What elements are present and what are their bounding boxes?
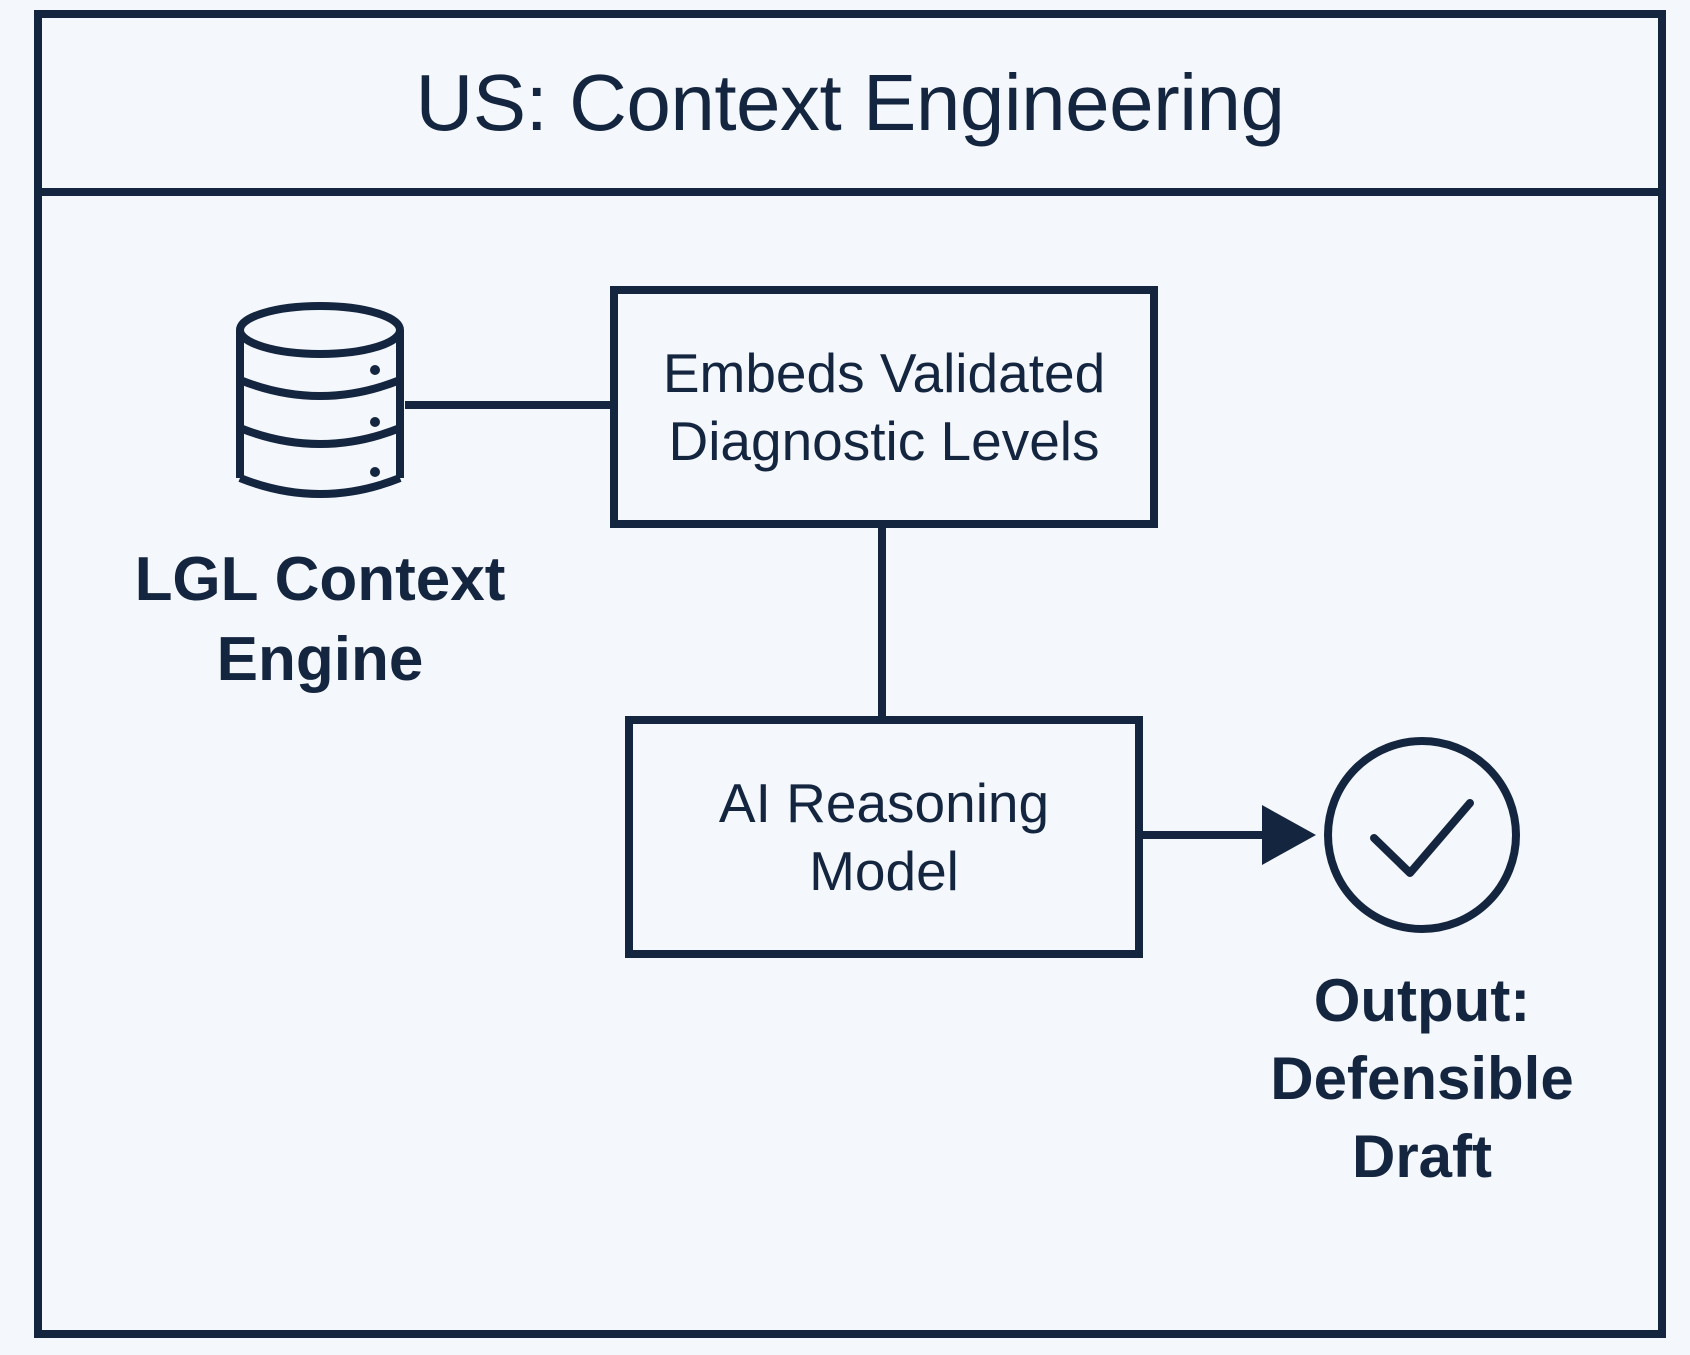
arrowhead	[1262, 805, 1316, 865]
diagram-title: US: Context Engineering	[415, 58, 1285, 147]
context-engine-label-line: Engine	[216, 625, 424, 694]
reasoning-box-line: AI Reasoning	[718, 772, 1050, 834]
diagram-frame: US: Context Engineering	[34, 10, 1666, 1338]
output-label-line: Defensible	[1270, 1045, 1574, 1112]
title-bar: US: Context Engineering	[42, 18, 1658, 196]
reasoning-box-line: Model	[809, 840, 959, 902]
embeds-box-line: Embeds Validated	[662, 342, 1106, 404]
embeds-box: Embeds Validated Diagnostic Levels	[610, 286, 1158, 528]
output-label-line: Output:	[1313, 967, 1531, 1034]
reasoning-box-text: AI Reasoning Model	[719, 769, 1049, 905]
check-circle-icon	[1324, 737, 1520, 933]
context-engine-label: LGL Context Engine	[100, 540, 540, 700]
reasoning-box: AI Reasoning Model	[625, 716, 1143, 958]
output-label-line: Draft	[1351, 1123, 1492, 1190]
embeds-box-text: Embeds Validated Diagnostic Levels	[663, 339, 1105, 475]
output-label: Output: Defensible Draft	[1222, 962, 1622, 1196]
context-engine-label-line: LGL Context	[134, 545, 506, 614]
database-icon	[236, 302, 404, 498]
embeds-box-line: Diagnostic Levels	[668, 410, 1100, 472]
